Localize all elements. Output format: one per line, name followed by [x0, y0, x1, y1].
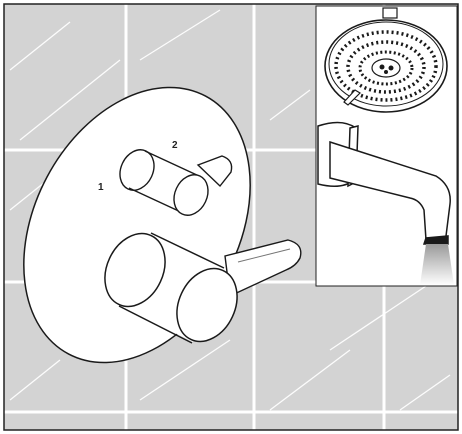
main-lever [224, 239, 302, 298]
outlet-label-1: 1 [98, 182, 104, 193]
outlets-inset [315, 5, 458, 287]
main-knob [104, 232, 238, 344]
outlet-label-2: 2 [172, 140, 178, 151]
shower-head-icon [324, 7, 448, 113]
bath-spout-icon [317, 121, 454, 285]
diverter-knob [119, 149, 209, 216]
image-frame [3, 3, 459, 431]
diverter-lever [196, 155, 233, 188]
